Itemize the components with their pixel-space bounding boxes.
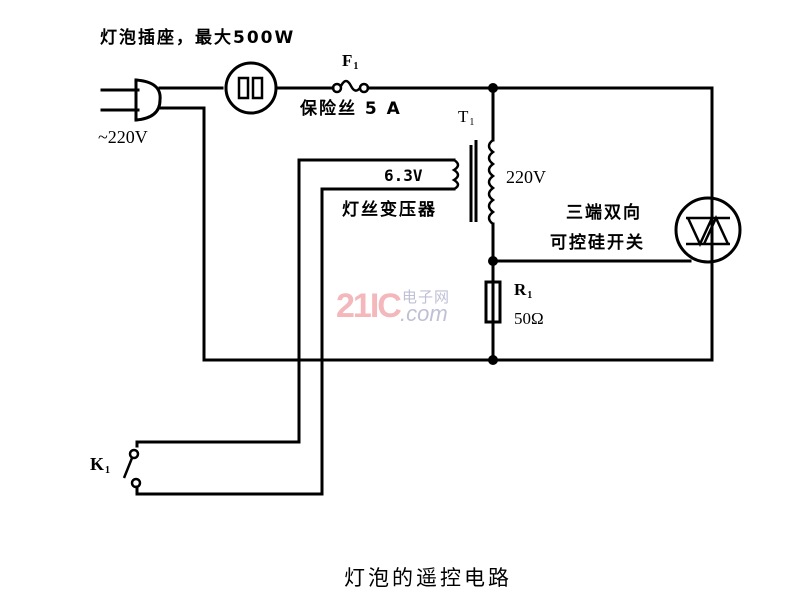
secondary-voltage-label: 6.3V: [384, 166, 423, 185]
diagram-caption: 灯泡的遥控电路: [344, 566, 512, 590]
primary-voltage-label: 220V: [506, 167, 546, 187]
transformer-ref: T: [458, 107, 469, 126]
watermark: 21IC 电子网 .com: [336, 287, 449, 326]
primary-coil-icon: [487, 139, 496, 225]
watermark-number: 21IC: [336, 287, 402, 325]
wire-secondary-inner: [135, 187, 456, 496]
wire-top-right: [366, 86, 714, 202]
fuse-ref: F: [342, 51, 353, 70]
fuse-icon: [331, 79, 370, 94]
resistor-icon: [484, 280, 502, 324]
transformer-core-icon: [469, 140, 478, 222]
resistor-ref-label: R1: [514, 281, 532, 301]
triac-desc-line1: 三端双向: [566, 203, 642, 223]
socket-label: 灯泡插座，最大500W: [100, 28, 296, 48]
switch-k1-icon: [122, 440, 185, 496]
fuse-desc-label: 保险丝 5 A: [300, 99, 402, 119]
resistor-value-label: 50Ω: [514, 309, 544, 328]
wire-secondary-outer: [181, 158, 456, 444]
triac-icon: [674, 196, 742, 362]
switch-ref: K: [90, 454, 105, 474]
mains-plug-icon: [100, 78, 162, 122]
triac-desc-line2: 可控硅开关: [550, 233, 645, 253]
junction-dot: [488, 355, 498, 365]
switch-ref-label: K1: [90, 455, 110, 476]
lamp-socket-icon: [224, 61, 278, 115]
transformer-desc-label: 灯丝变压器: [342, 200, 437, 220]
secondary-coil-icon: [451, 158, 460, 191]
resistor-ref-sub: 1: [527, 290, 533, 301]
fuse-ref-sub: 1: [353, 61, 359, 72]
switch-ref-sub: 1: [105, 465, 111, 476]
transformer-ref-sub: 1: [469, 117, 475, 128]
resistor-ref: R: [514, 280, 527, 299]
fuse-ref-label: F1: [342, 52, 358, 72]
wire-neutral: [158, 106, 714, 362]
watermark-domain: .com: [400, 301, 448, 326]
watermark-chinese: 电子网: [402, 289, 451, 306]
transformer-ref-label: T1: [458, 108, 474, 128]
mains-voltage-label: ~220V: [98, 127, 148, 147]
